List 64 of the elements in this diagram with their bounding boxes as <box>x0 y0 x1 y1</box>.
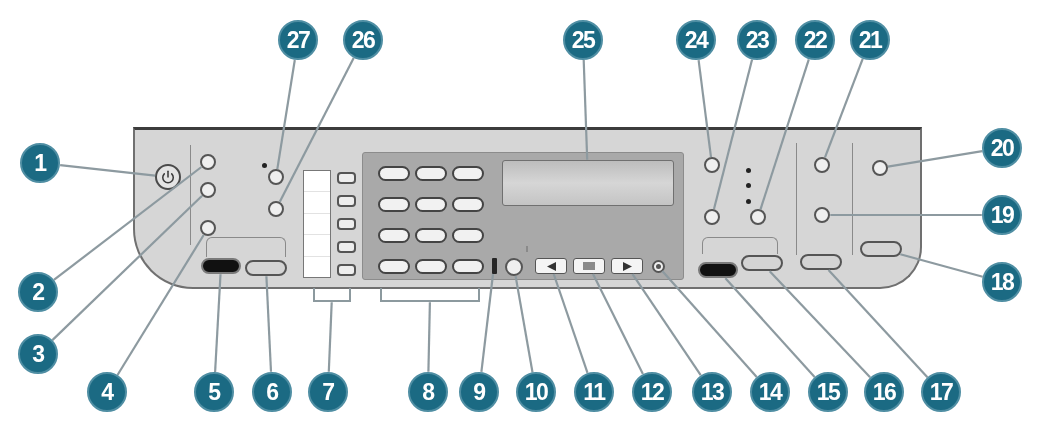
leader-line <box>900 253 983 278</box>
leader-line <box>552 273 589 374</box>
leader-line <box>60 164 156 177</box>
indicator-bar <box>491 258 497 274</box>
pill-button <box>245 260 287 276</box>
leader-line <box>830 213 982 217</box>
leader-line <box>768 270 871 379</box>
leader-line <box>823 58 864 158</box>
callout-number: 10 <box>516 372 556 412</box>
pill-button <box>741 255 783 271</box>
leader-line <box>514 275 534 373</box>
bracket <box>313 288 351 302</box>
leader-line <box>697 59 713 158</box>
leader-line <box>712 59 754 210</box>
leader-line <box>214 274 222 373</box>
callout-number: 12 <box>632 372 672 412</box>
callout-number: 18 <box>982 262 1022 302</box>
bracket <box>380 288 480 302</box>
callout-number: 26 <box>343 20 383 60</box>
leader-line <box>427 302 431 372</box>
leader-line <box>759 58 810 210</box>
callout-number: 25 <box>563 20 603 60</box>
pill-button <box>800 254 842 270</box>
leader-line <box>51 194 203 341</box>
arrow-button <box>535 258 567 274</box>
callout-number: 3 <box>18 334 58 374</box>
callout-number: 15 <box>808 372 848 412</box>
callout-number: 13 <box>692 372 732 412</box>
pill-button <box>860 241 902 257</box>
leader-line <box>53 166 203 281</box>
callout-number: 6 <box>252 372 292 412</box>
leader-line <box>827 269 929 379</box>
callout-number: 22 <box>795 20 835 60</box>
leader-line <box>661 270 758 378</box>
callout-number: 23 <box>737 20 777 60</box>
pill-button <box>698 262 738 278</box>
arrow-button <box>611 258 643 274</box>
leader-line <box>480 274 495 373</box>
leader-line <box>582 59 589 160</box>
callout-number: 17 <box>921 372 961 412</box>
callout-number: 14 <box>750 372 790 412</box>
callout-number: 11 <box>574 372 614 412</box>
callout-number: 8 <box>408 372 448 412</box>
callout-number: 2 <box>18 272 58 312</box>
callout-number: 4 <box>87 372 127 412</box>
leader-line <box>327 302 333 372</box>
leader-line <box>724 277 816 378</box>
leader-line <box>592 273 644 375</box>
leader-line <box>265 276 273 372</box>
callout-number: 24 <box>676 20 716 60</box>
display-screen <box>502 160 674 206</box>
callout-number: 16 <box>864 372 904 412</box>
callout-number: 5 <box>194 372 234 412</box>
center-button <box>573 258 605 274</box>
callout-number: 20 <box>982 128 1022 168</box>
callout-number: 9 <box>459 372 499 412</box>
leader-line <box>887 150 983 168</box>
callout-number: 27 <box>278 20 318 60</box>
pill-button <box>201 258 241 274</box>
callout-number: 1 <box>20 143 60 183</box>
callout-number: 7 <box>308 372 348 412</box>
callout-number: 19 <box>982 195 1022 235</box>
leader-line <box>276 59 296 170</box>
callout-number: 21 <box>850 20 890 60</box>
